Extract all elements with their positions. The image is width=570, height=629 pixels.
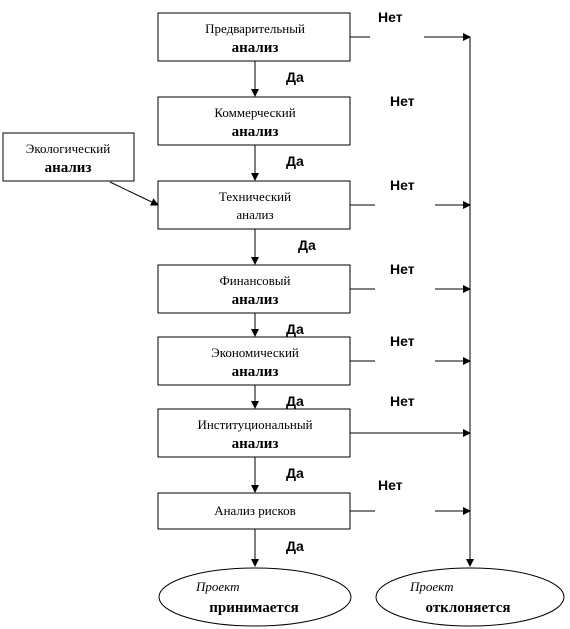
ecological-box: Экологический анализ [2, 132, 135, 182]
outcome-rejected: Проект отклоняется [375, 567, 565, 627]
step-financial-line1: Финансовый [219, 273, 290, 288]
outcome-rejected-line1: Проект [409, 579, 453, 594]
yes-label-3: Да [298, 237, 316, 253]
step-risk: Анализ рисков [157, 492, 351, 530]
outcome-accepted-line2: принимается [209, 600, 299, 616]
step-technical: Технический анализ [157, 180, 351, 230]
no-label-1: Нет [378, 9, 403, 25]
no-label-3: Нет [390, 177, 415, 193]
step-financial-line2: анализ [232, 292, 279, 308]
no-labels: Нет Нет Нет Нет Нет Нет Нет [378, 9, 415, 493]
yes-label-1: Да [286, 69, 304, 85]
step-preliminary-line1: Предварительный [205, 21, 305, 36]
step-technical-line2: анализ [236, 207, 273, 222]
step-economic: Экономический анализ [157, 336, 351, 386]
no-label-4: Нет [390, 261, 415, 277]
yes-label-2: Да [286, 153, 304, 169]
step-preliminary-line2: анализ [232, 40, 279, 56]
no-label-2: Нет [390, 93, 415, 109]
outcome-accepted-line1: Проект [195, 579, 239, 594]
yes-label-7: Да [286, 538, 304, 554]
step-risk-line1: Анализ рисков [214, 503, 296, 518]
step-financial: Финансовый анализ [157, 264, 351, 314]
no-label-6: Нет [390, 393, 415, 409]
no-label-7: Нет [378, 477, 403, 493]
step-institutional: Институциональный анализ [157, 408, 351, 458]
ecological-line2: анализ [45, 160, 92, 176]
yes-label-6: Да [286, 465, 304, 481]
step-preliminary: Предварительный анализ [157, 12, 351, 62]
step-commercial-line2: анализ [232, 124, 279, 140]
arrow-ecological-to-technical [109, 181, 159, 206]
yes-label-5: Да [286, 393, 304, 409]
ecological-line1: Экологический [26, 141, 111, 156]
step-technical-line1: Технический [219, 189, 291, 204]
yes-labels: Да Да Да Да Да Да Да [286, 69, 316, 554]
step-institutional-line2: анализ [232, 436, 279, 452]
step-economic-line2: анализ [232, 364, 279, 380]
step-commercial: Коммерческий анализ [157, 96, 351, 146]
step-institutional-line1: Институциональный [197, 417, 312, 432]
step-economic-line1: Экономический [211, 345, 299, 360]
yes-label-4: Да [286, 321, 304, 337]
no-label-5: Нет [390, 333, 415, 349]
outcome-rejected-line2: отклоняется [426, 600, 511, 616]
outcome-accepted: Проект принимается [158, 567, 352, 627]
no-branch-lines [350, 33, 474, 567]
step-commercial-line1: Коммерческий [214, 105, 295, 120]
